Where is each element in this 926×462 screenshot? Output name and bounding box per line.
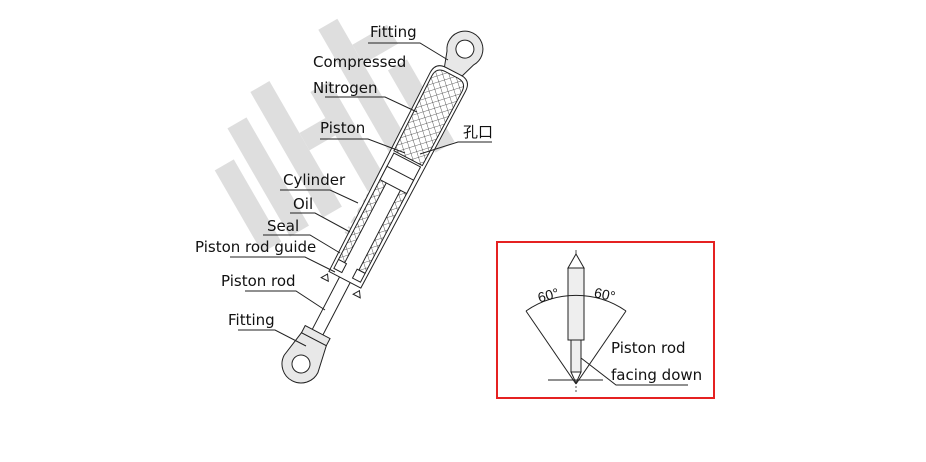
label-oil: Oil <box>293 195 313 213</box>
label-piston-rod: Piston rod <box>221 272 296 290</box>
angle-left-label: 60° <box>536 285 561 306</box>
gas-spring <box>281 30 484 384</box>
compressed-nitrogen <box>393 69 465 167</box>
label-compressed: Compressed <box>313 53 406 71</box>
label-piston: Piston <box>320 119 365 137</box>
label-nitrogen: Nitrogen <box>313 79 378 97</box>
inset-caption-line2: facing down <box>611 366 702 384</box>
label-piston-rod-guide: Piston rod guide <box>195 238 316 256</box>
inset-cylinder <box>567 267 585 341</box>
label-fitting-top: Fitting <box>370 23 417 41</box>
piston-rod-guide <box>320 273 361 299</box>
label-seal: Seal <box>267 217 299 235</box>
label-orifice: 孔口 <box>463 123 493 141</box>
inset-rod <box>570 339 582 373</box>
label-fitting-bottom: Fitting <box>228 311 275 329</box>
inset-caption-line1: Piston rod <box>611 339 686 357</box>
orientation-inset: 60° 60° Piston rod facing down <box>496 241 715 399</box>
angle-right-label: 60° <box>593 284 617 304</box>
inset-border <box>496 241 715 399</box>
callouts: Fitting Compressed Nitrogen Piston 孔口 Cy… <box>195 23 493 347</box>
label-cylinder: Cylinder <box>283 171 346 189</box>
seal <box>333 258 348 274</box>
